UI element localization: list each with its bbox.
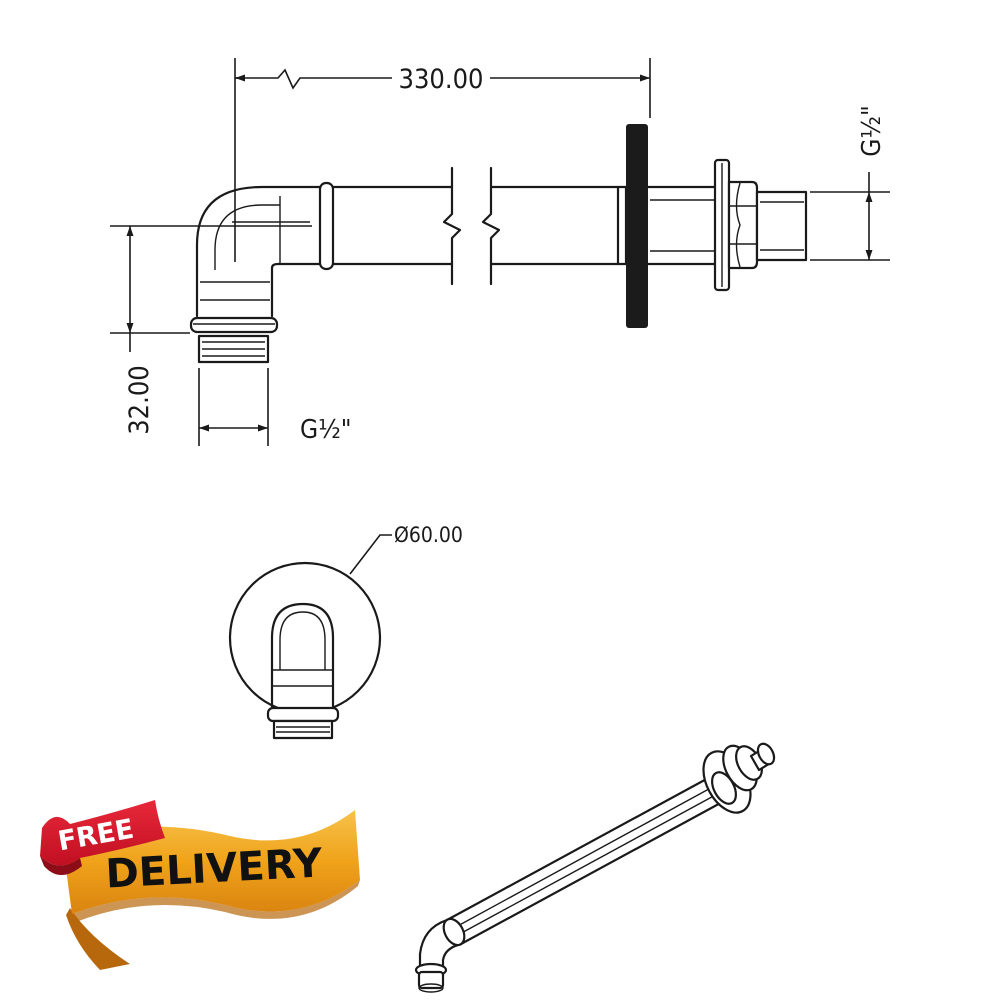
isometric-view [414, 742, 776, 993]
inlet-thread-label: G½" [857, 105, 887, 157]
elbow-offset-label: 32.00 [124, 365, 155, 435]
front-view: Ø60.00 [228, 523, 463, 740]
side-view [189, 124, 808, 364]
outlet-thread-label: G½" [300, 415, 352, 445]
dimension-outlet-thread: G½" [198, 368, 352, 446]
dimension-elbow-offset: 32.00 [110, 225, 312, 435]
flange-diameter-label: Ø60.00 [394, 523, 463, 547]
length-label: 330.00 [399, 64, 484, 95]
free-delivery-badge: FREE DELIVERY [40, 800, 360, 970]
dimension-length: 330.00 [234, 58, 651, 262]
badge-delivery-text: DELIVERY [105, 840, 325, 897]
dimension-inlet-thread: G½" [810, 105, 890, 261]
